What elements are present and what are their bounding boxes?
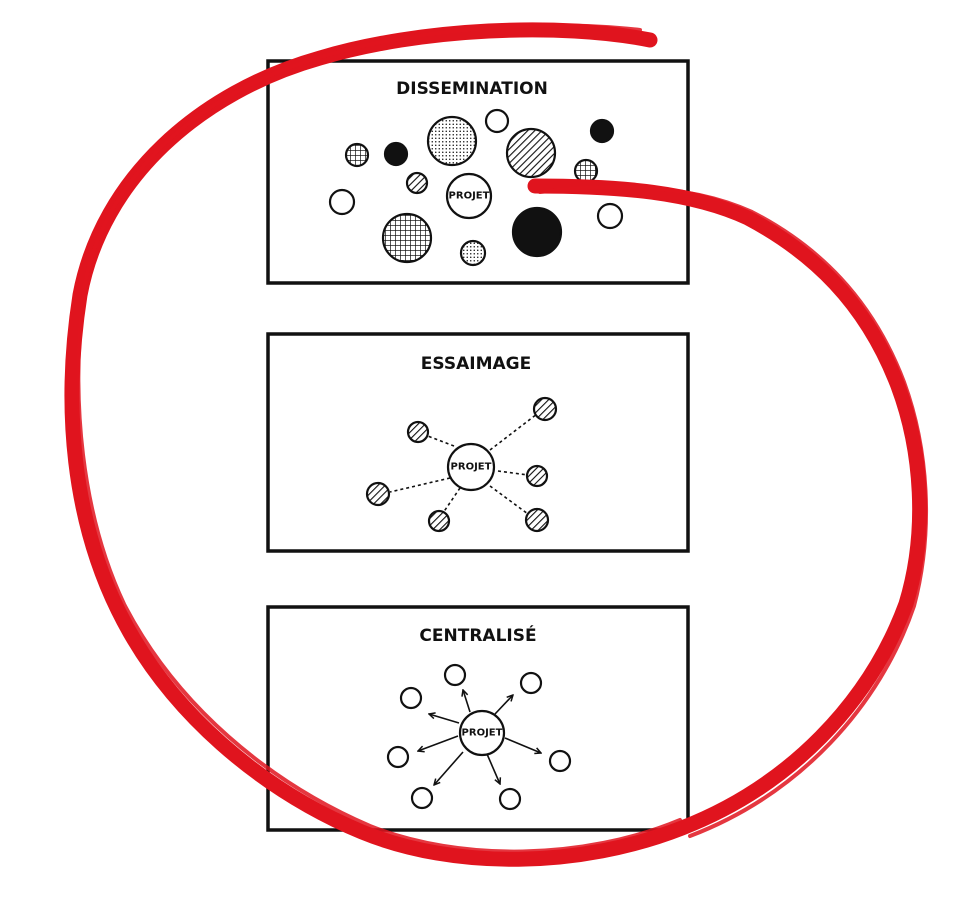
centralise-node [498,787,522,811]
dissemination-center-label: PROJET [449,191,490,202]
panel-dissemination: DISSEMINATION PROJET [266,59,690,285]
essaimage-connector [424,434,455,447]
dissemination-node [459,239,487,267]
dissemination-node [426,115,478,167]
centralise-arrow [486,753,500,784]
centralise-node [410,786,434,810]
panel-essaimage-title: ESSAIMAGE [421,354,531,374]
dissemination-node [505,127,557,179]
essaimage-connector [389,477,451,493]
dissemination-node [511,206,563,258]
centralise-center-label: PROJET [462,728,503,739]
essaimage-node [532,396,558,422]
centralise-arrow [504,737,541,753]
centralise-node [519,671,543,695]
centralise-node [386,745,410,769]
panel-essaimage-frame [266,332,690,553]
dissemination-center-node [445,172,493,220]
essaimage-node [406,420,430,444]
panel-essaimage: ESSAIMAGE PROJET [266,332,690,553]
essaimage-center-node [446,442,496,492]
dissemination-node [328,188,356,216]
essaimage-node [524,507,550,533]
essaimage-connector [497,470,529,476]
essaimage-center-label: PROJET [451,462,492,473]
essaimage-connector [489,485,529,515]
centralise-arrow [418,735,459,751]
essaimage-connector [489,413,538,451]
panel-dissemination-title: DISSEMINATION [396,79,548,99]
centralise-arrow [434,751,464,785]
dissemination-node [381,212,433,264]
essaimage-node [365,481,391,507]
panel-centralise-title: CENTRALISÉ [419,624,536,646]
centralise-node [443,663,467,687]
centralise-arrow [429,714,460,724]
dissemination-node [383,141,409,167]
centralise-node [548,749,572,773]
essaimage-connector [442,487,461,514]
dissemination-node [405,171,429,195]
centralise-arrow [494,695,513,715]
red-highlight-loop [64,22,928,867]
centralise-node [399,686,423,710]
dissemination-node [589,118,615,144]
centralise-arrow [463,690,471,713]
dissemination-node [344,142,370,168]
essaimage-node [525,464,549,488]
dissemination-node [596,202,624,230]
dissemination-node [573,158,599,184]
dissemination-node [484,108,510,134]
centralise-center-node [458,709,506,757]
essaimage-node [427,509,451,533]
panel-centralise: CENTRALISÉ PROJET [266,605,690,832]
